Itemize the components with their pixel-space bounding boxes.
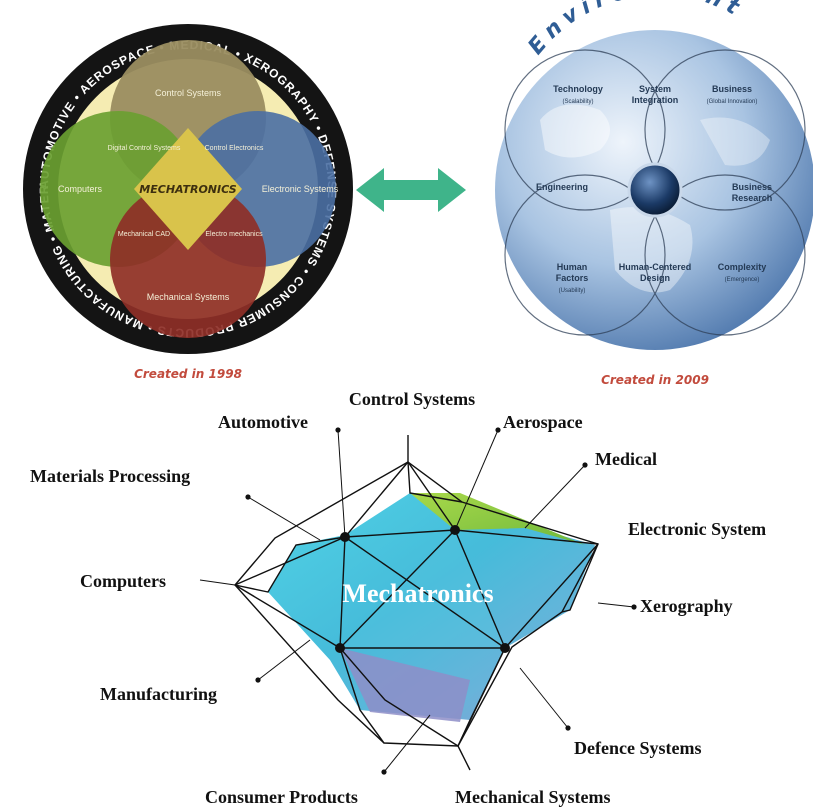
wire-edge	[457, 745, 471, 771]
globe-cell-label: Business	[712, 84, 752, 94]
double-arrow-icon	[356, 168, 466, 212]
globe-cell-label: Integration	[632, 95, 679, 105]
globe-cell-label: Research	[732, 193, 773, 203]
core-sphere	[627, 162, 683, 218]
electro-mechanics-label: Electro mechanics	[205, 231, 263, 238]
polyhedron-violet-face	[340, 648, 470, 722]
label-materials-processing: Materials Processing	[30, 466, 190, 486]
venn-circle	[504, 49, 666, 211]
leader-manufacturing	[257, 639, 311, 681]
globe-cell-label: Complexity	[718, 262, 767, 272]
leader-computers	[199, 579, 236, 586]
left-center-label: MECHATRONICS	[139, 183, 237, 196]
globe-cell-sublabel: (Emergence)	[725, 277, 760, 283]
leader-aerospace	[454, 429, 499, 531]
leader-dot	[631, 604, 637, 610]
globe-cell-label: Business	[732, 182, 772, 192]
label-automotive: Automotive	[218, 412, 308, 432]
center-diamond	[134, 128, 242, 250]
left-mechatronics-diagram: AUTOMOTIVE • AEROSPACE • MEDICAL • XEROG…	[0, 0, 353, 381]
mechanical-label: Mechanical Systems	[147, 292, 230, 302]
polyhedron-green-face	[410, 493, 585, 545]
continent-shape	[700, 117, 770, 166]
globe-cell-label: Human	[557, 262, 588, 272]
leader-medical	[524, 464, 586, 529]
label-xerography: Xerography	[640, 596, 733, 616]
mechatronics-center-label: Mechatronics	[342, 579, 493, 608]
label-computers: Computers	[80, 571, 166, 591]
globe-cell-sublabel: (Global Innovation)	[707, 99, 758, 105]
left-caption: Created in 1998	[134, 367, 242, 381]
digital-control-label: Digital Control Systems	[108, 145, 181, 152]
leader-dot	[255, 677, 261, 683]
leader-automotive	[337, 429, 346, 538]
venn-circle	[504, 174, 666, 336]
globe-cell-label: System	[639, 84, 671, 94]
label-mechanical-systems: Mechanical Systems	[455, 787, 610, 807]
leader-materials	[247, 496, 321, 541]
label-control-systems: Control Systems	[349, 389, 475, 409]
globe-cell-label: Technology	[553, 84, 603, 94]
leader-dot	[582, 462, 588, 468]
electronic-label: Electronic Systems	[262, 184, 339, 194]
continent-shape	[540, 104, 610, 158]
leader-dot	[565, 725, 571, 731]
globe-cell-label: Human-Centered	[619, 262, 692, 272]
wire-edge	[234, 529, 599, 586]
computers-label: Computers	[58, 184, 103, 194]
wire-edge	[234, 543, 599, 649]
globe-cell-sublabel: (Usability)	[559, 288, 586, 294]
leader-defence	[519, 667, 569, 729]
leader-dot	[335, 427, 341, 433]
globe-cells: Technology (Scalability) SystemIntegration…	[536, 84, 772, 294]
globe-cell-sublabel: (Scalability)	[562, 99, 593, 105]
label-manufacturing: Manufacturing	[100, 684, 217, 704]
polyhedron-inner-face	[340, 530, 505, 648]
globe-cell-label: Factors	[556, 273, 589, 283]
wire-edge	[234, 536, 346, 593]
venn-circle	[644, 174, 806, 336]
mechanical-cad-label: Mechanical CAD	[118, 231, 170, 238]
label-defence-systems: Defence Systems	[574, 738, 701, 758]
leader-dot	[245, 494, 251, 500]
globe-cell-label: Engineering	[536, 182, 588, 192]
bottom-mechatronics-polyhedron: Mechatronics Control Systems Automotive …	[30, 389, 766, 807]
label-electronic-system: Electronic System	[628, 519, 766, 539]
wire-edge	[457, 647, 506, 747]
label-medical: Medical	[595, 449, 657, 469]
right-environment-diagram: Environment Technology(Scalability)Syste…	[495, 0, 813, 387]
control-label: Control Systems	[155, 88, 222, 98]
wire-edge	[339, 647, 385, 744]
leader-consumer	[383, 714, 431, 773]
wire-edge	[344, 536, 506, 649]
mechanical-systems-circle	[110, 182, 266, 338]
globe-cell-label: Design	[640, 273, 670, 283]
wire-edge	[561, 543, 599, 613]
continent-shape	[610, 207, 693, 293]
venn-circle	[644, 49, 806, 211]
leader-dot	[381, 769, 387, 775]
wire-edge	[407, 461, 463, 503]
leader-dot	[495, 427, 501, 433]
node	[500, 643, 510, 653]
leader-xerography	[597, 602, 635, 608]
wire-edge	[339, 529, 456, 649]
label-aerospace: Aerospace	[503, 412, 583, 432]
label-consumer-products: Consumer Products	[205, 787, 358, 807]
control-electronics-label: Control Electronics	[205, 145, 264, 152]
right-caption: Created in 2009	[601, 373, 709, 387]
node	[335, 643, 345, 653]
